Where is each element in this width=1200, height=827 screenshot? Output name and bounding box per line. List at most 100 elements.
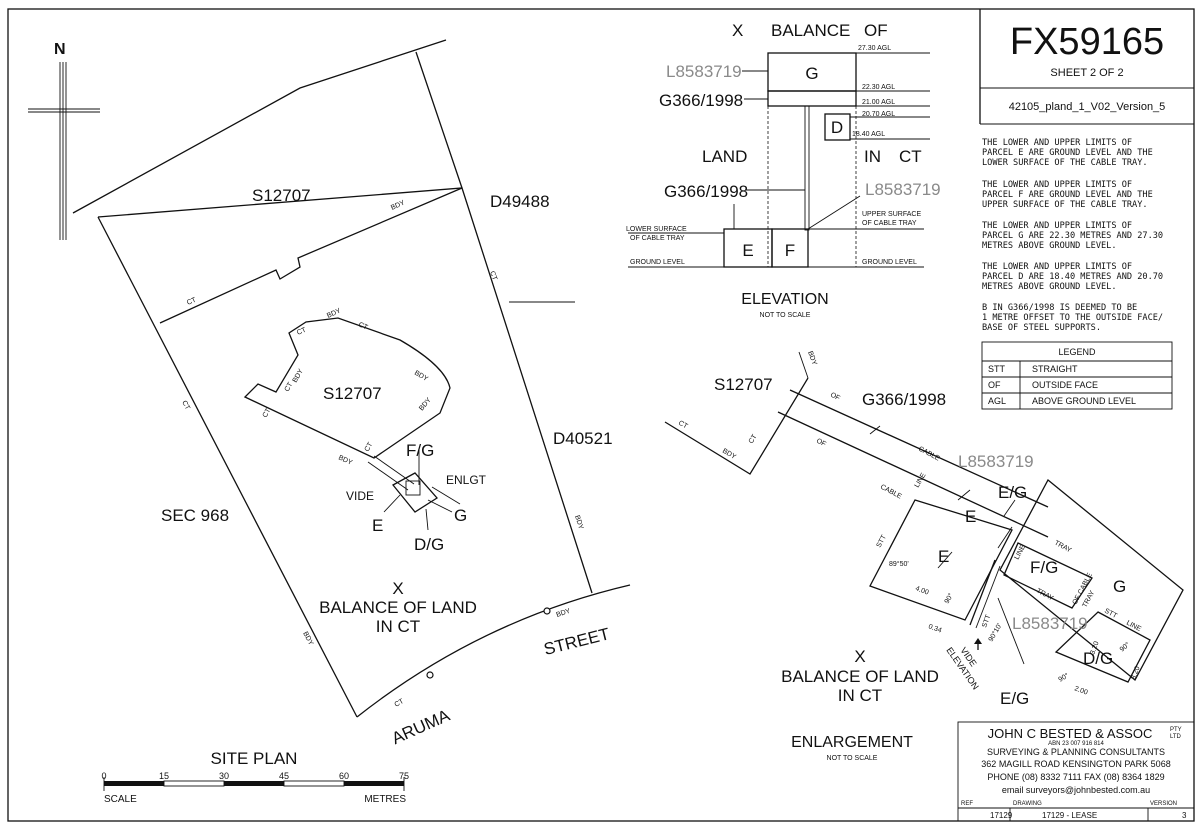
firm-ltd: LTD [1170,734,1182,740]
scale-tick: 75 [399,771,409,781]
enl-label-l8583719: L8583719 [958,452,1034,471]
elevation-in: IN [864,147,881,166]
parcel-e-label: E [742,241,753,260]
steel-support [804,105,810,231]
tag-of: OF [815,438,827,449]
tag-ct: CT [394,698,406,709]
fg-label: F/G [406,441,434,460]
level-22-30: 22.30 AGL [862,84,895,91]
plan-number: FX59165 [1010,21,1164,63]
ref-g366-1998: G366/1998 [664,182,748,201]
elevation-drawing: X BALANCE OF LAND IN CT G D E F L8583719… [626,21,941,319]
enl-label-s12707: S12707 [714,375,773,394]
scale-tick: 30 [219,771,229,781]
tag-line: LINE [1014,544,1028,561]
legend-title: LEGEND [1058,347,1096,357]
tag-bdy: BDY [555,608,571,619]
note-4-line-2: PARCEL D ARE 18.40 METRES AND 20.70 [982,272,1163,282]
file-reference: 42105_pland_1_V02_Version_5 [1009,101,1166,113]
enlargement-parcel-e [869,499,1013,621]
lot-label-s12707: S12707 [252,186,311,205]
tag-bdy: BDY [721,448,737,461]
title-block: FX59165 SHEET 2 OF 2 42105_pland_1_V02_V… [979,9,1194,125]
parcel-d-box [824,113,851,141]
lower-surface-label: OF CABLE TRAY [630,235,685,242]
scale-bar: 0 15 30 45 60 75 SCALE METRES [101,771,409,805]
drawing-value: 17129 - LEASE [1042,811,1097,820]
north-label: N [54,41,66,58]
ref-g366-1998: G366/1998 [659,91,743,110]
tag-ct: CT [180,400,191,412]
legend-code: OF [988,380,1001,390]
version-value: 3 [1182,811,1187,820]
note-3-line-2: PARCEL G ARE 22.30 METRES AND 27.30 [982,231,1163,241]
enl-balance-x: X [854,647,865,666]
elevation-ct: CT [899,147,922,166]
note-4-line-3: METRES ABOVE GROUND LEVEL. [982,282,1117,292]
angle-label: 90° [943,592,955,605]
tag-bdy: BDY [337,454,353,466]
enl-balance-label: IN CT [838,686,882,705]
parcel-f-label: F [785,241,795,260]
lot-label-s12707-inner: S12707 [323,384,382,403]
enl-label-fg: F/G [1030,558,1058,577]
enlargement-parcel-dg [1054,611,1151,683]
tag-ct: CT [262,407,273,419]
ground-level-label: GROUND LEVEL [862,259,917,266]
tag-of: OF [829,392,841,403]
tag-bdy: BDY [390,199,406,211]
lot-label-d40521: D40521 [553,429,613,448]
enl-label-l8583719: L8583719 [1012,614,1088,633]
enl-label-g: G [1113,577,1126,596]
notes: THE LOWER AND UPPER LIMITS OF PARCEL E A… [982,138,1163,333]
dim-label: 2.00 [1073,685,1088,696]
dim-label: 3.20 [1130,665,1141,680]
scale-units: METRES [364,794,406,805]
note-2-line-2: PARCEL F ARE GROUND LEVEL AND THE [982,190,1153,200]
tag-bdy: BDY [573,514,584,530]
balance-x: X [392,579,403,598]
upper-surface-label: OF CABLE TRAY [862,220,917,227]
cable-tray-band [767,90,857,107]
note-2-line-1: THE LOWER AND UPPER LIMITS OF [982,180,1132,190]
elevation-heading-of: OF [864,21,888,40]
enl-label-e: E [938,547,949,566]
enlargement-drawing: S12707 G366/1998 L8583719 E/G E E F/G G … [664,350,1184,762]
tag-ct: CT [748,433,759,445]
g-label: G [454,506,467,525]
firm-line: SURVEYING & PLANNING CONSULTANTS [987,747,1165,757]
note-1-line-1: THE LOWER AND UPPER LIMITS OF [982,138,1132,148]
level-18-40: 18.40 AGL [852,131,885,138]
tag-stt: STT [981,613,992,628]
tag-bdy: BDY [418,397,433,413]
firm-line: PHONE (08) 8332 7111 FAX (08) 8364 1829 [987,772,1164,782]
enl-label-eg: E/G [998,483,1027,502]
dg-label: D/G [414,535,444,554]
sheet-number: SHEET 2 OF 2 [1050,67,1123,79]
legend-code: STT [988,364,1006,374]
enl-label-dg: D/G [1083,649,1113,668]
sheet-border [7,8,1195,822]
parcel-g-label: G [805,64,818,83]
firm-name: JOHN C BESTED & ASSOC [988,726,1153,741]
street-name: STREET [542,624,612,659]
enl-balance-label: BALANCE OF LAND [781,667,939,686]
lower-surface-label: LOWER SURFACE [626,226,687,233]
ref-label: REF [961,801,973,807]
enlargement-parcel-fg [1003,542,1093,609]
balance-label: BALANCE OF LAND [319,598,477,617]
firm-abn: ABN 23 007 916 814 [1048,741,1104,747]
parcel-d-label: D [831,118,843,137]
tag-ct: CT [357,321,369,331]
upper-surface-label: UPPER SURFACE [862,211,921,218]
note-1-line-2: PARCEL E ARE GROUND LEVEL AND THE [982,148,1153,158]
note-5-line-3: BASE OF STEEL SUPPORTS. [982,323,1101,333]
firm-line: email surveyors@johnbested.com.au [1002,785,1150,795]
scale-tick: 15 [159,771,169,781]
angle-label: 89°50' [889,560,909,568]
drawing-label: DRAWING [1013,801,1042,807]
legend: LEGEND STT STRAIGHT OF OUTSIDE FACE AGL … [981,341,1173,410]
enlargement-parcel-g [999,478,1184,682]
tag-bdy: BDY [301,631,314,647]
